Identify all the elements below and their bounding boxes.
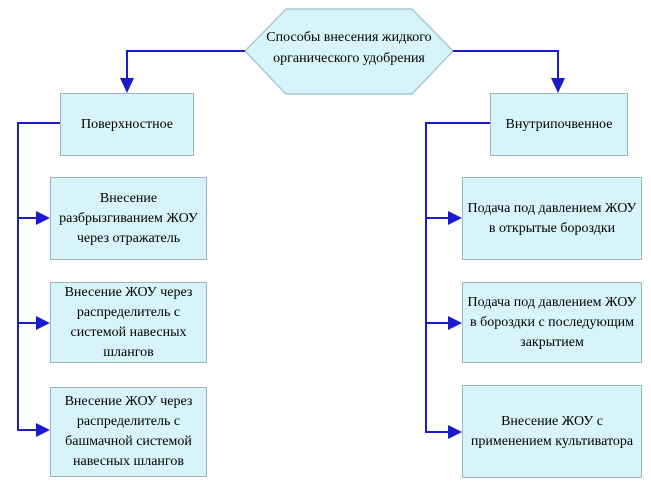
arrowhead-down-left	[120, 78, 134, 93]
arrowhead-right-item-1	[448, 211, 462, 225]
arrowhead-right-item-2	[448, 316, 462, 330]
right-leaf-node-2: Подача под давлением ЖОУ в бороздки с по…	[462, 282, 642, 363]
left-leaf-node-1: Внесение разбрызгиванием ЖОУ через отраж…	[50, 177, 207, 260]
root-node: Способы внесения жидкого органического у…	[266, 30, 432, 66]
arrowhead-left-item-1	[36, 211, 50, 225]
branch-header-subsoil: Внутрипочвенное	[490, 93, 628, 156]
arrowhead-left-item-2	[36, 316, 50, 330]
right-leaf-node-1: Подача под давлением ЖОУ в открытые боро…	[462, 177, 642, 260]
connector-right-trunk	[425, 122, 490, 433]
connector-root-left	[126, 50, 245, 79]
branch-header-surface: Поверхностное	[60, 93, 194, 156]
connector-root-right	[453, 50, 559, 79]
arrowhead-left-item-3	[36, 423, 50, 437]
connector-left-trunk	[17, 122, 60, 431]
left-leaf-node-2: Внесение ЖОУ через распределитель с сист…	[50, 282, 207, 363]
arrowhead-down-right	[551, 78, 565, 93]
arrowhead-right-item-3	[448, 425, 462, 439]
left-leaf-node-3: Внесение ЖОУ через распределитель с башм…	[50, 387, 207, 477]
right-leaf-node-3: Внесение ЖОУ с применением культиватора	[462, 385, 642, 478]
